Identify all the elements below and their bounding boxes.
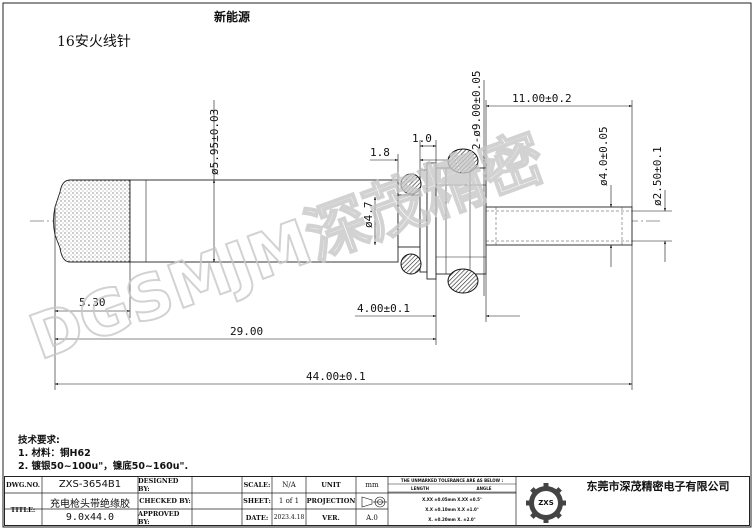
unit-label: UNIT bbox=[321, 480, 341, 489]
checked-label: CHECKED BY: bbox=[139, 497, 191, 505]
unit-value: mm bbox=[365, 480, 379, 489]
tol-length: LENGTH bbox=[411, 485, 429, 491]
scale-value: N/A bbox=[282, 480, 296, 489]
dim-len400: 4.00±0.1 bbox=[357, 302, 410, 315]
title-block: DWG.NO. ZXS-3654B1 TITLE: 充电枪头带绝缘胶 9.0x4… bbox=[4, 476, 750, 526]
company-name: 东莞市深茂精密电子有限公司 bbox=[586, 480, 730, 493]
notes-line1: 1. 材料：铜H62 bbox=[18, 448, 91, 459]
dim-len530: 5.30 bbox=[79, 296, 106, 309]
dim-d400: ø4.0±0.05 bbox=[597, 126, 610, 186]
dwg-no: ZXS-3654B1 bbox=[58, 479, 122, 490]
scale-label: SCALE: bbox=[243, 480, 271, 489]
title-block-grid bbox=[4, 476, 750, 526]
dim-d47: ø4.7 bbox=[362, 202, 375, 229]
dim-len2900: 29.00 bbox=[230, 325, 263, 338]
pin-tip bbox=[53, 179, 131, 263]
tol-row-1: X.XX ±0.05mm X.XX ±0.5° bbox=[422, 496, 482, 502]
dim-d250: ø2.50±0.1 bbox=[651, 146, 664, 206]
sheet-value: 1 of 1 bbox=[278, 497, 300, 505]
dim-d595: ø5.95±0.03 bbox=[208, 109, 221, 175]
o-ring-left-bottom bbox=[400, 253, 422, 275]
pin-body bbox=[129, 179, 399, 263]
title-line1: 充电枪头带绝缘胶 bbox=[50, 498, 130, 510]
title-line2: 9.0x44.0 bbox=[65, 511, 115, 523]
dim-d900: 2-ø9.00±0.05 bbox=[470, 71, 483, 150]
projection-label: PROJECTION bbox=[306, 497, 356, 505]
date-value: 2023.4.18 bbox=[273, 514, 305, 521]
tol-row-3: X. ±0.20mm X. ±2.0° bbox=[428, 516, 476, 522]
approved-label: APPROVED BY: bbox=[138, 509, 180, 526]
header-company: 新能源 bbox=[214, 10, 251, 24]
dimension-lines bbox=[54, 80, 672, 390]
dim-w10: 1.0 bbox=[412, 132, 432, 145]
o-ring-left-top bbox=[400, 173, 422, 195]
tol-angle: ANGLE bbox=[476, 485, 492, 491]
tol-row-2: X.X ±0.10mm X.X ±1.0° bbox=[425, 506, 479, 512]
ver-value: A.0 bbox=[366, 513, 378, 522]
notes-line2: 2. 镀银50~100u"，镍底50~160u". bbox=[18, 461, 189, 472]
o-ring-right-bottom bbox=[447, 268, 479, 294]
sheet-label: SHEET: bbox=[243, 497, 271, 505]
o-ring-right-top bbox=[447, 148, 479, 174]
part-name: 16安火线针 bbox=[57, 34, 131, 50]
dim-w18: 1.8 bbox=[370, 146, 390, 159]
dwg-no-label: DWG.NO. bbox=[5, 480, 40, 489]
technical-notes: 技术要求: 1. 材料：铜H62 2. 镀银50~100u"，镍底50~160u… bbox=[18, 434, 258, 473]
notes-heading: 技术要求: bbox=[18, 435, 60, 446]
tolerance-title: THE UNMARKED TOLERANCE ARE AS BELOW : bbox=[400, 477, 504, 483]
logo-text: ZXS bbox=[538, 499, 554, 507]
dim-len4400: 44.00±0.1 bbox=[306, 370, 366, 383]
dim-len1100: 11.00±0.2 bbox=[512, 92, 572, 105]
company-logo-icon bbox=[526, 483, 566, 523]
date-label: DATE: bbox=[245, 513, 269, 522]
pin-rear bbox=[485, 206, 633, 246]
ver-label: VER. bbox=[322, 513, 340, 522]
designed-label: DESIGNED BY: bbox=[138, 476, 179, 493]
title-label: TITLE: bbox=[10, 505, 36, 514]
